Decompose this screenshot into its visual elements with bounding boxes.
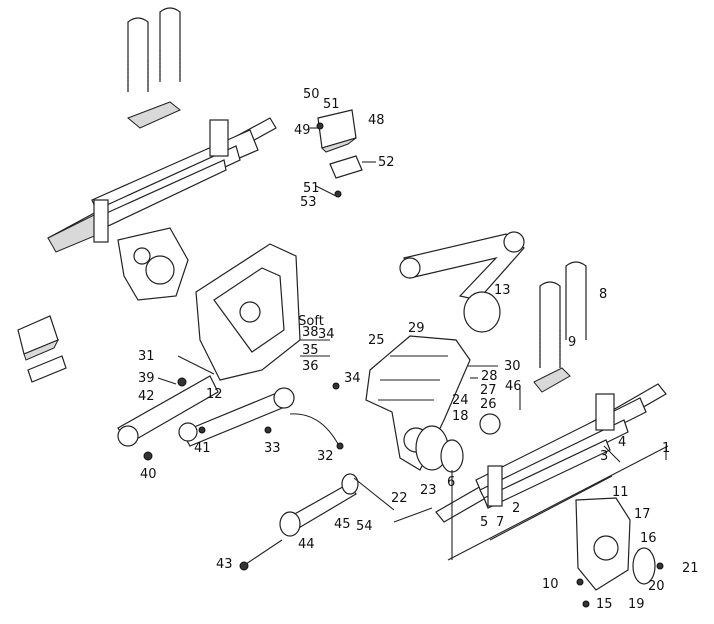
bolt-43 xyxy=(239,539,283,571)
u-bolt-upper-left xyxy=(127,7,181,92)
callout-15: 15 xyxy=(596,597,613,612)
callout-12: 12 xyxy=(206,387,223,402)
callout-6: 6 xyxy=(447,475,455,490)
bolt-41 xyxy=(198,426,206,434)
callout-7: 7 xyxy=(496,515,504,530)
bolt-40 xyxy=(143,451,153,461)
callout-5: 5 xyxy=(480,515,488,530)
callout-23: 23 xyxy=(420,483,437,498)
callout-33: 33 xyxy=(264,441,281,456)
callout-53: 53 xyxy=(300,195,317,210)
callout-8: 8 xyxy=(599,287,607,302)
callout-49: 49 xyxy=(294,123,311,138)
callout-38: 38 xyxy=(302,325,319,340)
torque-rod-45 xyxy=(279,473,359,537)
callout-35: 35 xyxy=(302,343,319,358)
callout-2: 2 xyxy=(512,501,520,516)
callout-34a: 34 xyxy=(318,327,335,342)
callout-30: 30 xyxy=(504,359,521,374)
callout-13: 13 xyxy=(494,283,511,298)
hanger-bracket-right xyxy=(575,497,631,591)
callout-28: 28 xyxy=(481,369,498,384)
callout-31: 31 xyxy=(138,349,155,364)
callout-16: 16 xyxy=(640,531,657,546)
bolt-33 xyxy=(264,426,272,434)
callout-24: 24 xyxy=(452,393,469,408)
block-left-lower xyxy=(27,355,67,383)
callout-44: 44 xyxy=(298,537,315,552)
leaf-spring-left xyxy=(47,117,277,253)
callout-1: 1 xyxy=(662,441,670,456)
callout-18: 18 xyxy=(452,409,469,424)
callout-3: 3 xyxy=(600,449,608,464)
lower-control-arm-left xyxy=(117,375,295,447)
callout-45: 45 xyxy=(334,517,351,532)
callout-26: 26 xyxy=(480,397,497,412)
callout-19: 19 xyxy=(628,597,645,612)
callout-25: 25 xyxy=(368,333,385,348)
callout-21: 21 xyxy=(682,561,699,576)
callout-32: 32 xyxy=(317,449,334,464)
stabilizer-link-32 xyxy=(289,413,344,450)
bolt-21 xyxy=(656,562,664,570)
callout-11: 11 xyxy=(612,485,629,500)
callout-51a: 51 xyxy=(323,97,340,112)
callout-20: 20 xyxy=(648,579,665,594)
bolt-15 xyxy=(582,600,590,608)
callout-41: 41 xyxy=(194,441,211,456)
u-bolt-right xyxy=(539,261,587,368)
bolt-10 xyxy=(576,578,584,586)
callout-48: 48 xyxy=(368,113,385,128)
callout-27: 27 xyxy=(480,383,497,398)
plate-52 xyxy=(329,155,363,179)
ring-20 xyxy=(632,547,656,585)
callout-43: 43 xyxy=(216,557,233,572)
bolts-49-53 xyxy=(316,122,342,198)
spring-pad-upper-left xyxy=(127,101,181,129)
callout-labels: 50 51 48 49 52 51 53 13 8 9 29 30 28 27 … xyxy=(138,87,699,612)
bracket-48 xyxy=(317,109,357,153)
bolt-39 xyxy=(177,377,187,387)
callout-50: 50 xyxy=(303,87,320,102)
callout-29: 29 xyxy=(408,321,425,336)
frame-crossmember xyxy=(195,243,301,381)
block-left-upper xyxy=(17,315,60,361)
callout-36: 36 xyxy=(302,359,319,374)
bolt-34 xyxy=(332,382,340,390)
callout-54: 54 xyxy=(356,519,373,534)
callout-52: 52 xyxy=(378,155,395,170)
callout-40: 40 xyxy=(140,467,157,482)
callout-42: 42 xyxy=(138,389,155,404)
upper-a-arm-13 xyxy=(399,231,525,333)
callout-10: 10 xyxy=(542,577,559,592)
callout-46: 46 xyxy=(505,379,522,394)
callout-51b: 51 xyxy=(303,181,320,196)
callout-17: 17 xyxy=(634,507,651,522)
pad-9 xyxy=(533,367,571,393)
hanger-bracket-left xyxy=(117,227,189,301)
callout-34b: 34 xyxy=(344,371,361,386)
callout-39: 39 xyxy=(138,371,155,386)
leader-lines xyxy=(157,127,669,561)
leaf-spring-right xyxy=(435,383,667,523)
ring-6 xyxy=(440,439,464,473)
callout-4: 4 xyxy=(618,435,626,450)
callout-22: 22 xyxy=(391,491,408,506)
callout-9: 9 xyxy=(568,335,576,350)
